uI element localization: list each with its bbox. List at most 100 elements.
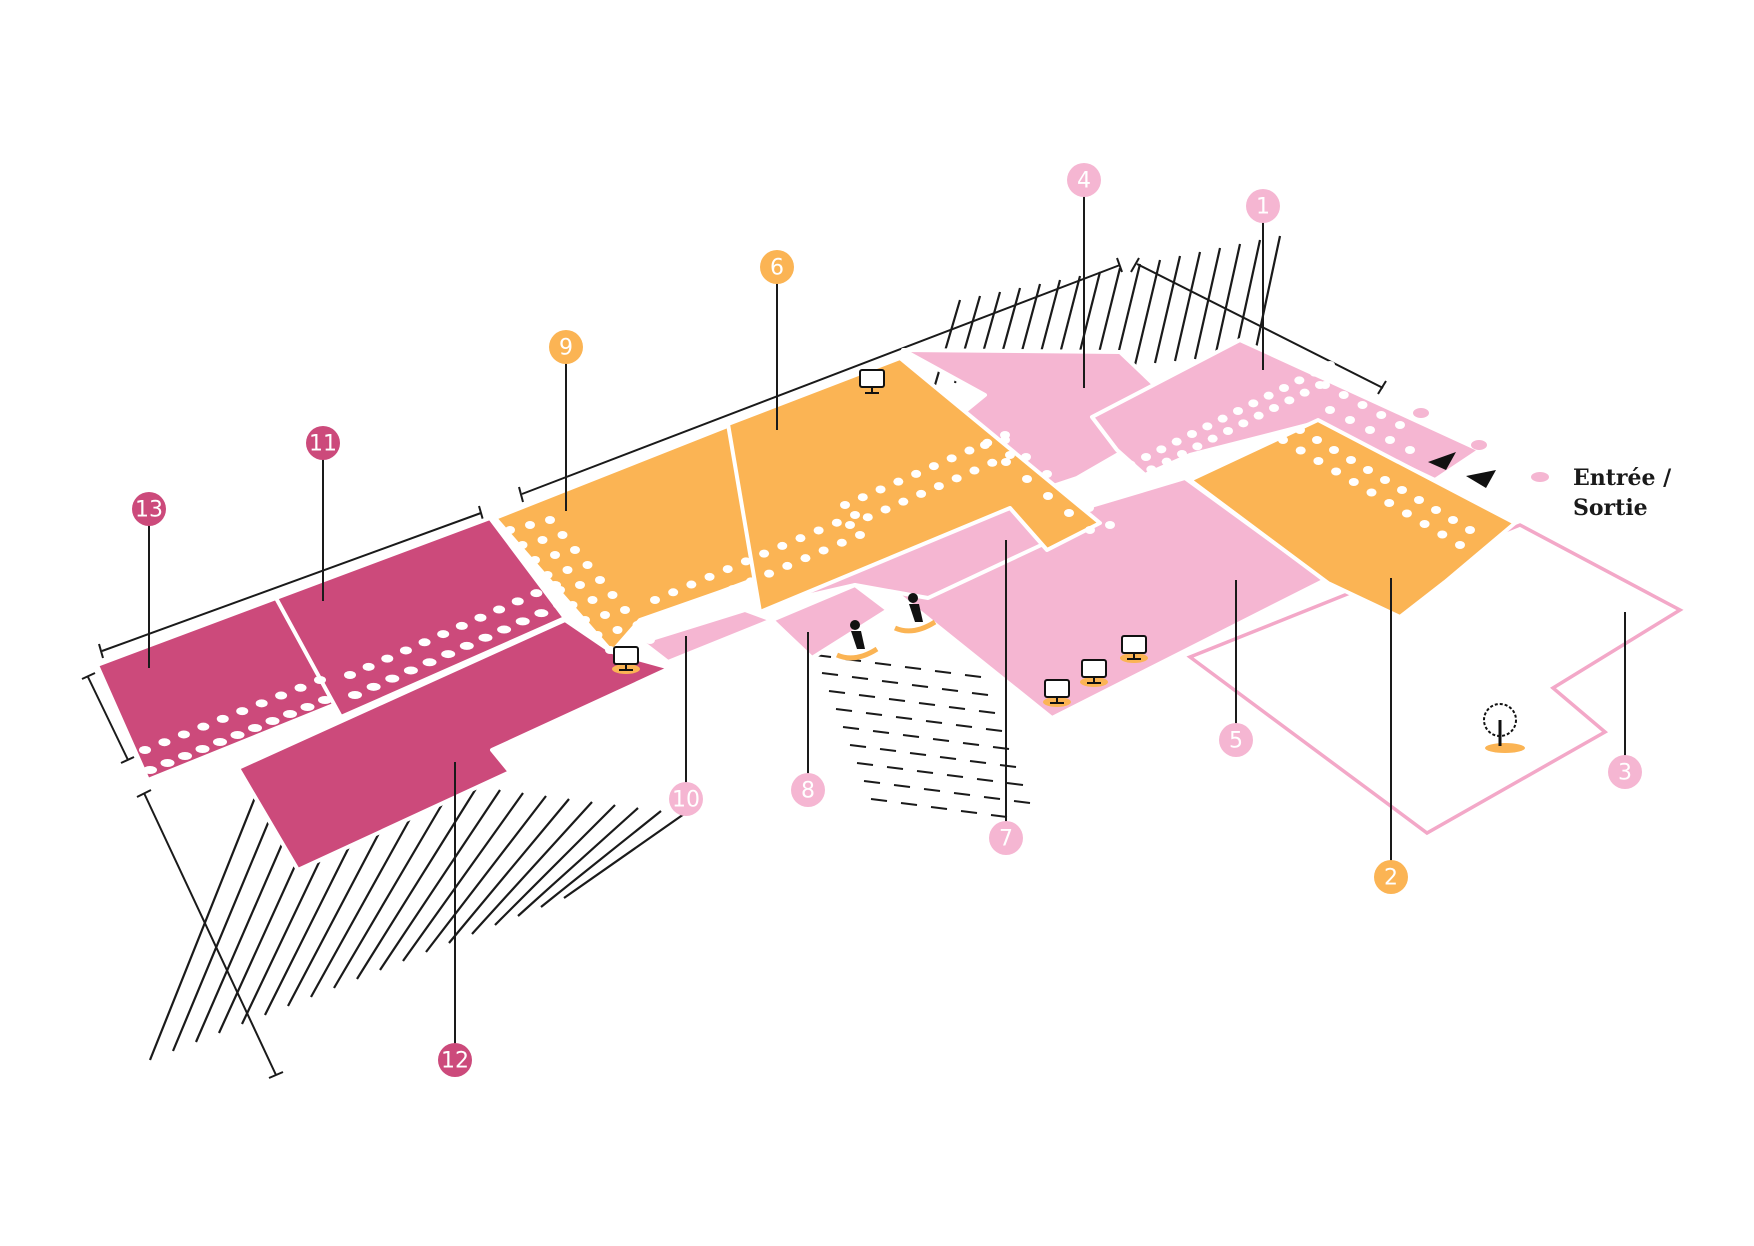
hatch-line xyxy=(1153,255,1182,364)
path-dot xyxy=(1161,457,1172,466)
path-dot xyxy=(836,538,847,547)
label-number-13: 13 xyxy=(135,498,163,523)
path-dot xyxy=(213,738,227,746)
path-dot xyxy=(459,641,474,650)
path-dot xyxy=(525,521,535,529)
path-dot xyxy=(1156,445,1167,454)
path-dot xyxy=(650,596,660,604)
label-circle-5 xyxy=(1219,723,1253,757)
hatch-line xyxy=(1113,263,1142,368)
path-dot xyxy=(1363,466,1373,474)
computer-icon xyxy=(1080,659,1108,687)
hatch-dash xyxy=(962,742,980,746)
path-dot xyxy=(951,474,962,483)
path-dot xyxy=(946,454,957,463)
path-dot xyxy=(1380,476,1390,484)
hatch-dash xyxy=(911,684,929,688)
hatch-dash xyxy=(895,716,913,720)
path-dot xyxy=(314,676,326,684)
label-number-7: 7 xyxy=(999,827,1013,852)
hatch-dash xyxy=(941,688,959,692)
path-dot xyxy=(422,658,437,667)
path-dot xyxy=(493,605,506,614)
hatch-dash xyxy=(925,720,943,724)
path-dot xyxy=(275,691,288,700)
path-dot xyxy=(1100,488,1111,497)
hatch-dash xyxy=(881,680,899,684)
hatch-dash xyxy=(955,724,973,728)
path-dot xyxy=(139,746,151,754)
dimension-line-top-left xyxy=(101,512,482,652)
hatch-line xyxy=(448,798,570,944)
path-dot xyxy=(645,636,655,644)
path-dot xyxy=(1042,470,1052,478)
path-dot xyxy=(1279,384,1289,392)
hatch-dash xyxy=(849,744,867,748)
computer-icon xyxy=(612,646,640,674)
path-dot xyxy=(722,565,733,574)
path-dot xyxy=(455,621,468,630)
hatch-line xyxy=(563,813,685,899)
hatch-line xyxy=(402,792,524,962)
path-dot xyxy=(605,646,615,654)
hatch-dash xyxy=(893,784,911,788)
path-dot xyxy=(964,446,975,455)
path-dot xyxy=(1338,391,1349,399)
path-dot xyxy=(362,662,375,671)
path-dot xyxy=(385,674,400,683)
label-number-4: 4 xyxy=(1077,169,1091,194)
hatch-dash xyxy=(874,662,892,666)
dimension-tick xyxy=(81,672,96,680)
hatch-line xyxy=(1233,239,1262,356)
path-dot xyxy=(1192,442,1203,451)
hatch-dash xyxy=(930,806,948,810)
hatch-dash xyxy=(858,694,876,698)
path-dot xyxy=(1141,453,1151,461)
path-dot xyxy=(795,534,806,543)
path-dot xyxy=(1365,426,1375,434)
path-dot xyxy=(612,626,623,634)
label-circle-8 xyxy=(791,773,825,807)
legend-line2: Sortie xyxy=(1573,495,1648,521)
path-dot xyxy=(1263,391,1274,400)
path-dot xyxy=(1431,506,1441,514)
dimension-tick xyxy=(478,505,484,521)
hatch-line xyxy=(425,795,547,953)
hatch-line xyxy=(1213,243,1242,358)
hatch-dash xyxy=(870,798,888,802)
path-dot xyxy=(474,613,487,622)
path-dot xyxy=(550,551,560,559)
path-dot xyxy=(1448,516,1458,524)
path-dot xyxy=(1309,368,1320,377)
path-dot xyxy=(745,577,756,586)
path-dot xyxy=(595,576,605,584)
path-dot xyxy=(534,609,549,618)
entrance-arrow-icon xyxy=(1428,452,1456,470)
path-dot xyxy=(911,469,922,478)
path-dot xyxy=(570,546,580,554)
path-dot xyxy=(497,625,512,634)
hatch-line xyxy=(494,804,616,926)
path-dot xyxy=(1021,453,1031,461)
zone-2 xyxy=(1188,418,1517,619)
path-dot xyxy=(655,616,665,624)
path-dot xyxy=(1278,436,1288,444)
hatch-dash xyxy=(1013,800,1031,804)
path-dot xyxy=(893,477,904,486)
path-dot xyxy=(562,566,573,574)
path-dot xyxy=(1385,436,1395,444)
path-dot xyxy=(1187,430,1197,438)
dimension-tick xyxy=(120,756,135,764)
path-dot xyxy=(933,482,944,491)
hatch-dash xyxy=(960,810,978,814)
path-dot xyxy=(545,516,555,524)
hatch-line xyxy=(333,783,455,989)
path-dot xyxy=(1115,480,1126,489)
path-dot xyxy=(1346,456,1356,464)
path-dot xyxy=(399,646,412,655)
label-number-8: 8 xyxy=(801,779,815,804)
path-dot xyxy=(686,580,697,589)
path-dot xyxy=(987,458,998,467)
path-dot xyxy=(511,597,524,606)
